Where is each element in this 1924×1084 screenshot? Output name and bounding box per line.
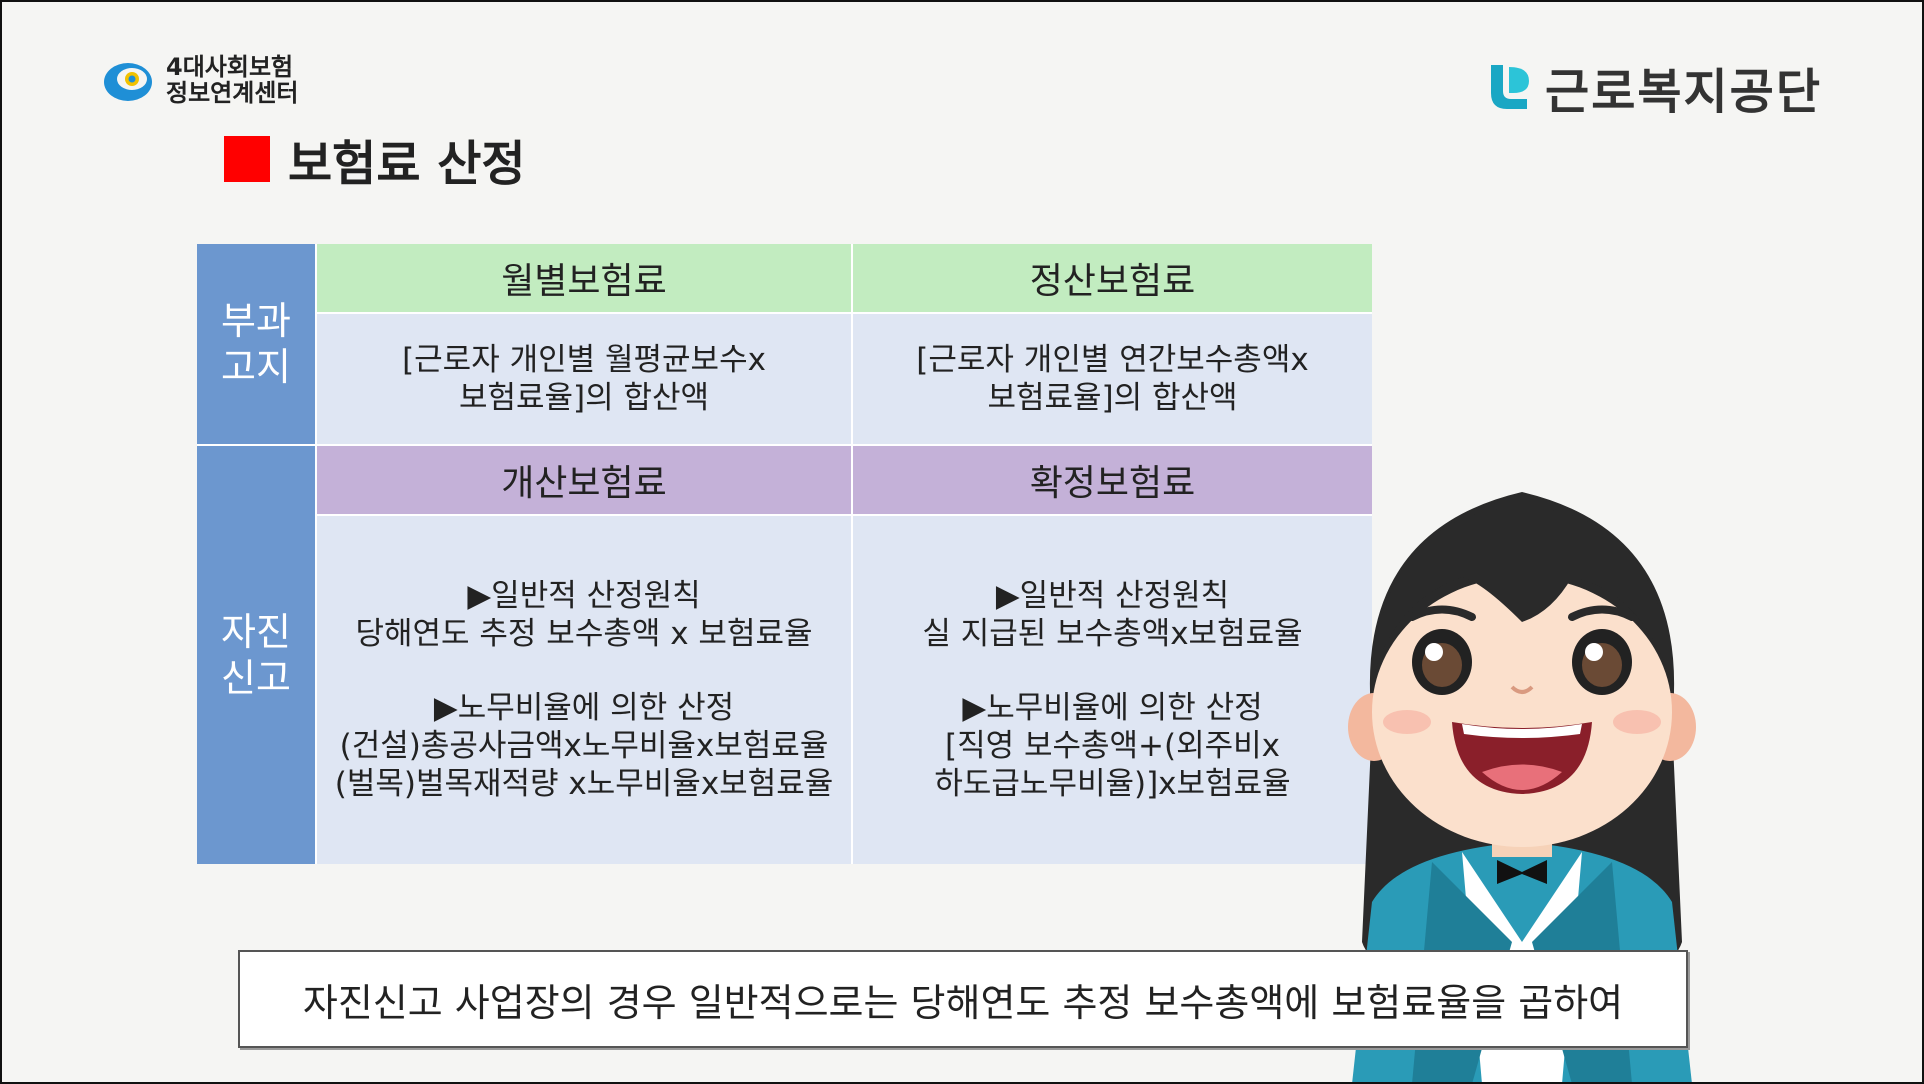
- header-label: 월별보험료: [501, 261, 667, 302]
- side-label-imposition: 부과 고지: [197, 244, 317, 446]
- cell-line: [직영 보수총액+(외주비x: [944, 728, 1281, 764]
- kcomwel-logo-icon: [1491, 65, 1530, 109]
- header-confirmed-premium: 확정보험료: [853, 446, 1372, 516]
- subtitle-text: 자진신고 사업장의 경우 일반적으로는 당해연도 추정 보수총액에 보험료율을 …: [302, 980, 1624, 1025]
- left-logo-line1: 4대사회보험: [166, 53, 294, 81]
- cell-line: ▶일반적 산정원칙: [467, 578, 701, 614]
- cell-line: 당해연도 추정 보수총액 x 보험료율: [355, 616, 813, 652]
- premium-table: 부과 고지 월별보험료 정산보험료 [근로자 개인별 월평균보수x 보험료율]의…: [197, 244, 1372, 864]
- side-label-line: 부과: [221, 299, 291, 343]
- cell-line: ▶일반적 산정원칙: [995, 578, 1230, 614]
- cell-estimated-premium: ▶일반적 산정원칙 당해연도 추정 보수총액 x 보험료율 ▶노무비율에 의한 …: [317, 516, 853, 864]
- header-settlement-premium: 정산보험료: [853, 244, 1372, 314]
- side-label-line: 자진: [221, 610, 291, 654]
- cell-line: 하도급노무비율)]x보험료율: [934, 766, 1291, 802]
- header-label: 개산보험료: [501, 463, 667, 504]
- right-logo-name: 근로복지공단: [1545, 64, 1822, 120]
- side-label-line: 신고: [221, 656, 291, 700]
- cell-line: (건설)총공사금액x노무비율x보험료율: [339, 728, 829, 764]
- swirl-logo-icon: [104, 63, 152, 101]
- cell-line: (벌목)벌목재적량 x노무비율x보험료율: [334, 766, 834, 802]
- cell-line: ▶노무비율에 의한 산정: [962, 690, 1263, 726]
- cell-settlement-premium: [근로자 개인별 연간보수총액x 보험료율]의 합산액: [853, 314, 1372, 446]
- header-monthly-premium: 월별보험료: [317, 244, 853, 314]
- side-label-line: 고지: [221, 345, 291, 389]
- left-logo-line2: 정보연계센터: [166, 79, 299, 107]
- cell-line: [근로자 개인별 월평균보수x: [402, 342, 766, 378]
- slide-title: 보험료 산정: [224, 124, 526, 194]
- header-label: 확정보험료: [1029, 463, 1196, 504]
- cell-line: 실 지급된 보수총액x보험료율: [922, 616, 1303, 652]
- title-text: 보험료 산정: [288, 136, 526, 192]
- side-label-self-report: 자진 신고: [197, 446, 317, 864]
- cell-line: 보험료율]의 합산액: [458, 380, 710, 416]
- cell-confirmed-premium: ▶일반적 산정원칙 실 지급된 보수총액x보험료율 ▶노무비율에 의한 산정 […: [853, 516, 1372, 864]
- cell-line: 보험료율]의 합산액: [987, 380, 1238, 416]
- cell-line: [근로자 개인별 연간보수총액x: [916, 342, 1309, 378]
- subtitle-caption: 자진신고 사업장의 경우 일반적으로는 당해연도 추정 보수총액에 보험료율을 …: [238, 950, 1688, 1048]
- right-logo: 근로복지공단: [1485, 52, 1822, 122]
- cell-line: ▶노무비율에 의한 산정: [433, 690, 735, 726]
- header-estimated-premium: 개산보험료: [317, 446, 853, 516]
- title-red-square-icon: [224, 136, 270, 182]
- header-label: 정산보험료: [1029, 261, 1196, 302]
- left-logo: 4대사회보험 정보연계센터: [102, 54, 298, 106]
- cell-monthly-premium: [근로자 개인별 월평균보수x 보험료율]의 합산액: [317, 314, 853, 446]
